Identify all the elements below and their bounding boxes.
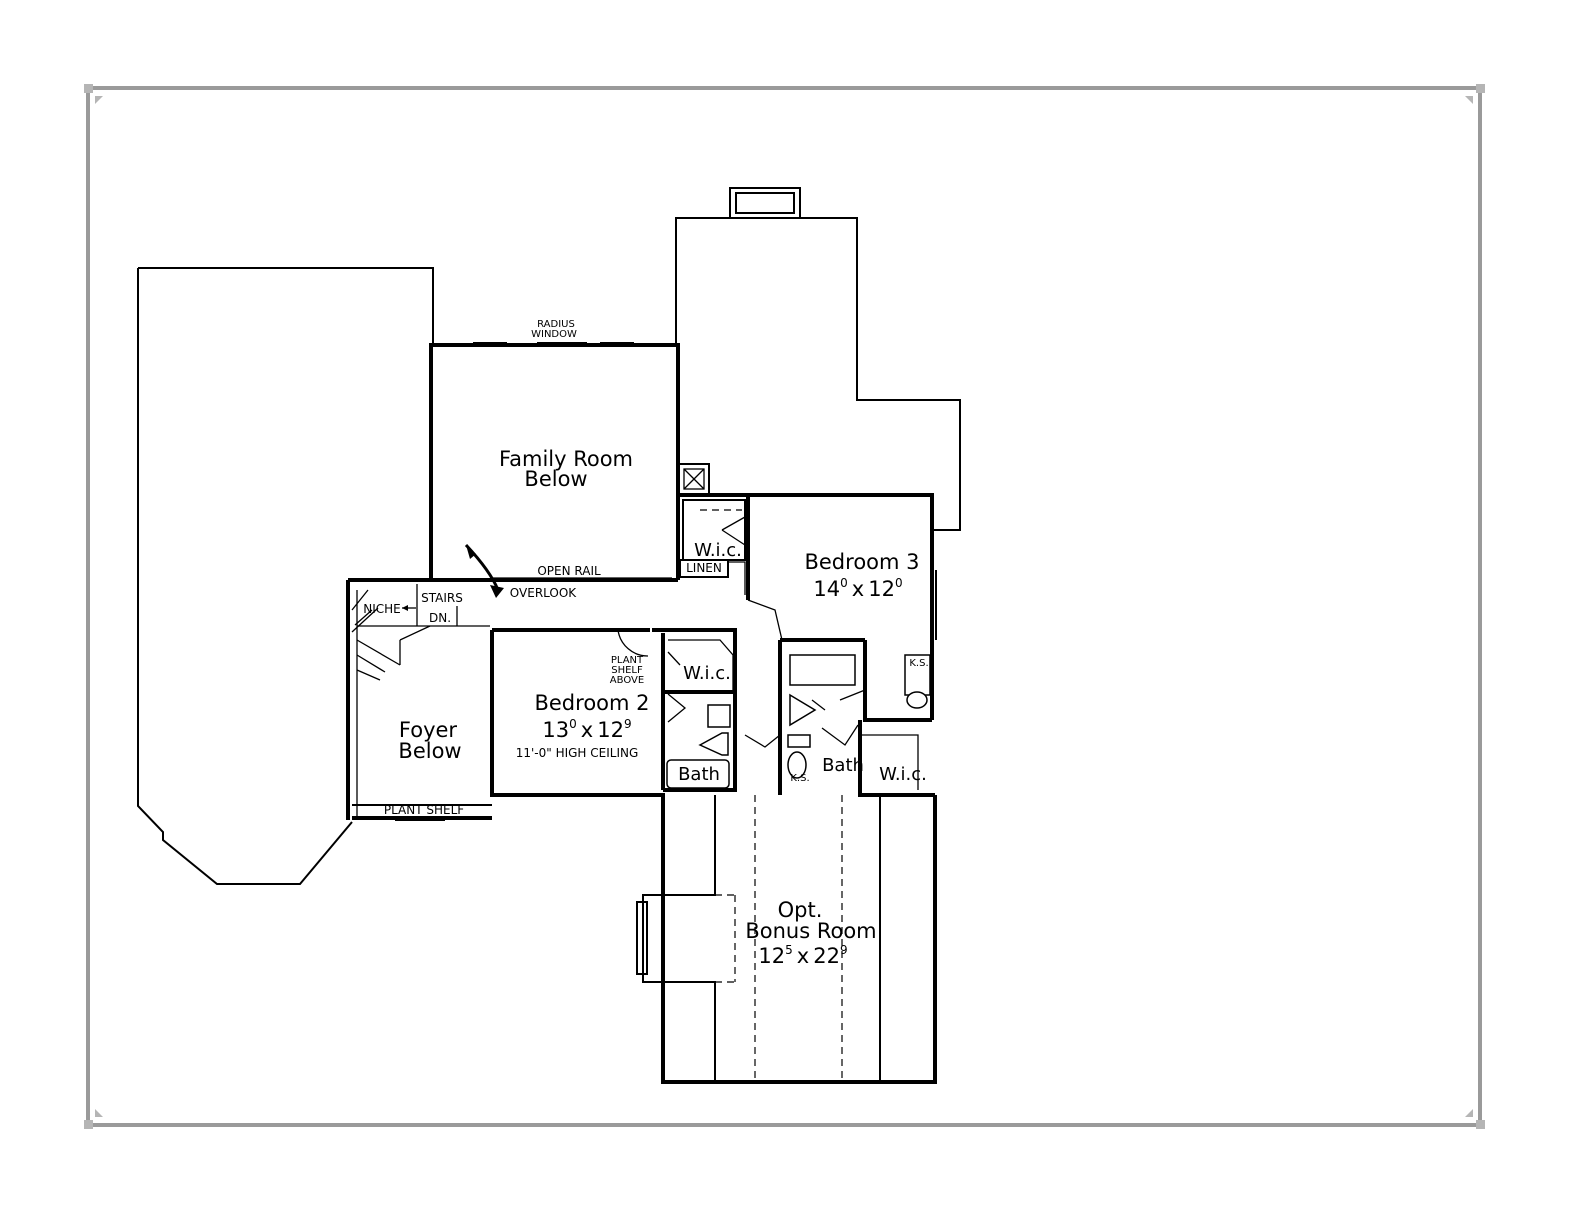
linen-label: LINEN	[686, 561, 722, 575]
foyer-label: Foyer	[399, 718, 458, 742]
roof-outlines	[137, 187, 961, 885]
stairs-label: STAIRS	[421, 591, 463, 605]
foyer	[352, 804, 492, 821]
bedroom3-name: Bedroom 3	[804, 550, 919, 574]
ks-lower-label: K.S.	[790, 773, 809, 784]
foyer-below-label: Below	[398, 739, 461, 763]
bath-left	[663, 700, 737, 792]
niche-label: NICHE	[363, 602, 401, 616]
plan-notes: RADIUS WINDOW OPEN RAIL OVERLOOK STAIRS …	[363, 319, 928, 817]
plant-shelf-above-2: SHELF	[611, 665, 643, 676]
bonus-opt-label: Opt.	[778, 898, 823, 922]
plant-shelf-above-1: PLANT	[611, 655, 644, 666]
bath-right	[744, 640, 935, 797]
open-rail-label: OPEN RAIL	[537, 564, 601, 578]
dn-label: DN.	[429, 611, 451, 625]
plant-shelf-label: PLANT SHELF	[384, 803, 464, 817]
ks-upper-label: K.S.	[909, 658, 928, 669]
bedroom-3	[678, 493, 937, 722]
bedroom2-ceiling: 11'-0" HIGH CEILING	[516, 746, 639, 760]
bath-left-label: Bath	[678, 764, 720, 785]
bath-right-label: Bath	[822, 755, 864, 776]
wic-right-label: W.i.c.	[879, 764, 927, 785]
stair-hall	[346, 543, 678, 820]
overlook-label: OVERLOOK	[510, 586, 578, 600]
family-room-label: Family Room	[499, 447, 633, 471]
bonus-room-label: Bonus Room	[745, 919, 876, 943]
bedroom-2	[490, 628, 737, 797]
page-frame	[84, 84, 1485, 1129]
plant-shelf-above-3: ABOVE	[610, 675, 644, 686]
wic-top-label: W.i.c.	[694, 540, 742, 561]
bonus-room	[636, 795, 937, 1084]
family-room-below-label: Below	[524, 467, 587, 491]
bedroom2-name: Bedroom 2	[534, 691, 649, 715]
wic-mid-label: W.i.c.	[683, 663, 731, 684]
radius-window-label-1: RADIUS	[537, 319, 575, 330]
radius-window-label-2: WINDOW	[531, 329, 577, 340]
